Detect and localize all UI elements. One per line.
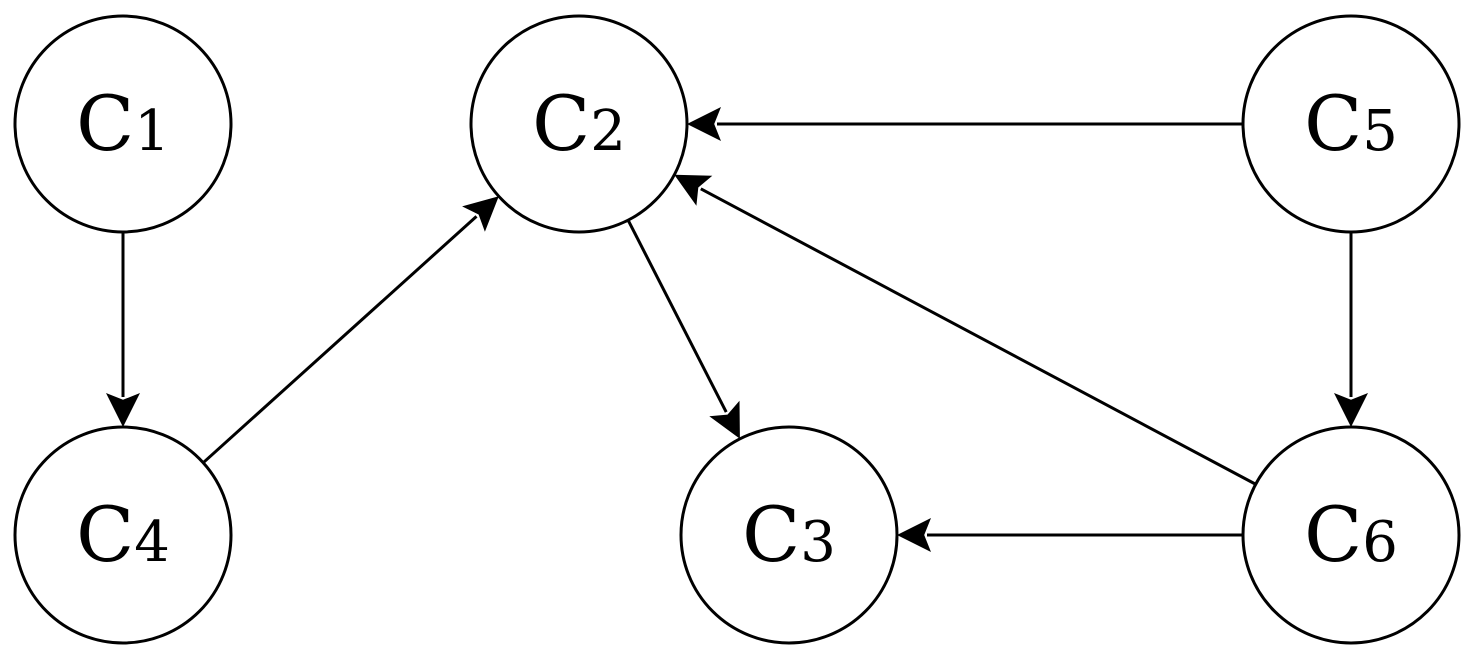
edge-c1-to-c4-arrowhead — [106, 393, 140, 427]
node-c1-letter: C — [76, 79, 134, 168]
node-c2: C2 — [469, 14, 689, 234]
edge-c2-to-c3 — [626, 219, 728, 413]
edge-c6-to-c3-arrowhead — [897, 518, 931, 552]
edge-c6-to-c2 — [700, 187, 1257, 486]
node-c3-circle — [679, 425, 899, 645]
node-c2-circle — [469, 14, 689, 234]
node-c3-subscript: 3 — [800, 510, 836, 575]
node-c4: C4 — [13, 425, 233, 645]
node-c6-letter: C — [1304, 490, 1362, 579]
node-c4-subscript: 4 — [134, 510, 170, 575]
node-c4-letter: C — [76, 490, 134, 579]
edge-c5-to-c2-arrowhead — [687, 107, 721, 141]
node-c2-letter: C — [532, 79, 590, 168]
edge-c4-to-c2 — [202, 215, 478, 464]
node-c3-label: C3 — [742, 490, 836, 579]
node-c4-circle — [13, 425, 233, 645]
edges-layer — [106, 107, 1368, 552]
edge-c4-to-c2-arrowhead — [462, 196, 499, 232]
node-c6: C6 — [1241, 425, 1461, 645]
node-c2-subscript: 2 — [590, 99, 626, 164]
node-c1-label: C1 — [76, 79, 170, 168]
node-c5-label: C5 — [1304, 79, 1398, 168]
node-c5: C5 — [1241, 14, 1461, 234]
node-c5-circle — [1241, 14, 1461, 234]
edge-c6-to-c2-arrowhead — [674, 174, 713, 206]
node-c1: C1 — [13, 14, 233, 234]
node-c4-label: C4 — [76, 490, 170, 579]
node-c6-circle — [1241, 425, 1461, 645]
node-c5-subscript: 5 — [1362, 99, 1398, 164]
node-c6-subscript: 6 — [1362, 510, 1398, 575]
nodes-layer: C1 C2 C3 C4 C5 — [13, 14, 1461, 645]
node-c1-circle — [13, 14, 233, 234]
node-c6-label: C6 — [1304, 490, 1398, 579]
node-c5-letter: C — [1304, 79, 1362, 168]
edge-c2-to-c3-arrowhead — [709, 400, 740, 439]
node-c3-letter: C — [742, 490, 800, 579]
node-c2-label: C2 — [532, 79, 626, 168]
node-c1-subscript: 1 — [134, 99, 170, 164]
node-c3: C3 — [679, 425, 899, 645]
edge-c5-to-c6-arrowhead — [1334, 393, 1368, 427]
